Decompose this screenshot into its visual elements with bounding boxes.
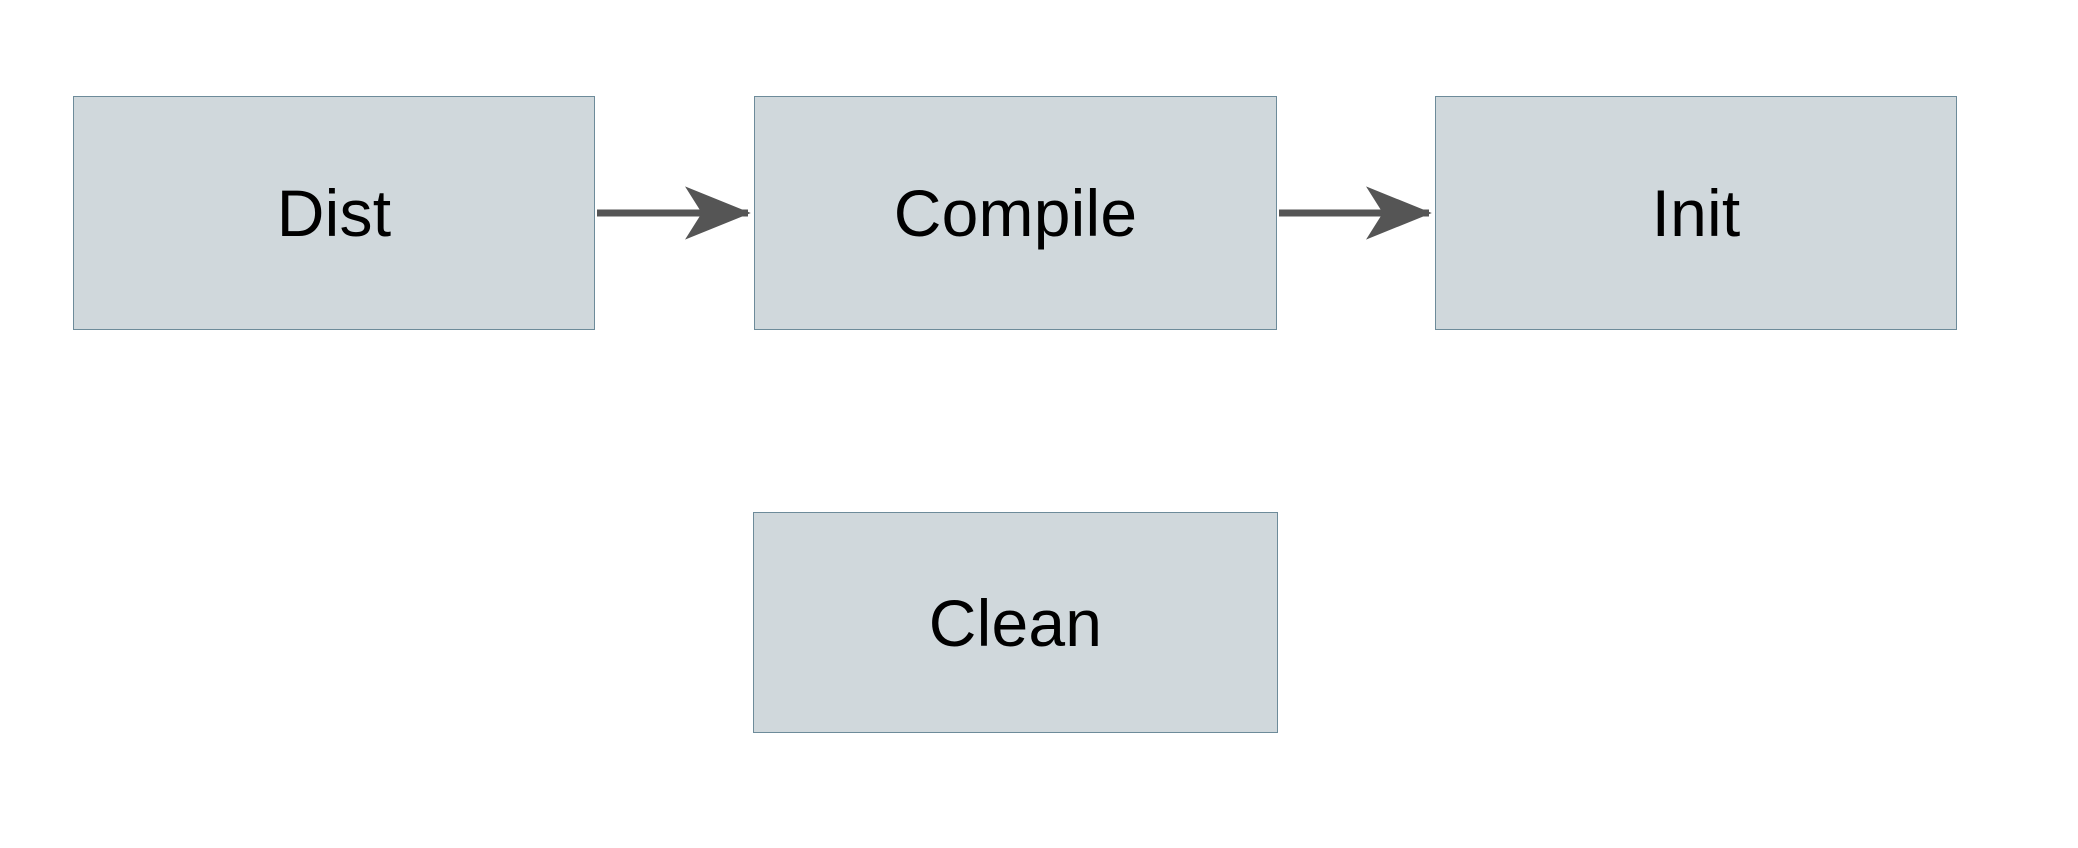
node-dist-label: Dist — [276, 176, 392, 250]
node-compile[interactable]: Compile — [754, 96, 1277, 330]
node-clean[interactable]: Clean — [753, 512, 1278, 733]
node-dist[interactable]: Dist — [73, 96, 595, 330]
node-compile-label: Compile — [893, 176, 1138, 250]
node-clean-label: Clean — [928, 585, 1103, 660]
node-init[interactable]: Init — [1435, 96, 1957, 330]
node-init-label: Init — [1651, 176, 1741, 250]
